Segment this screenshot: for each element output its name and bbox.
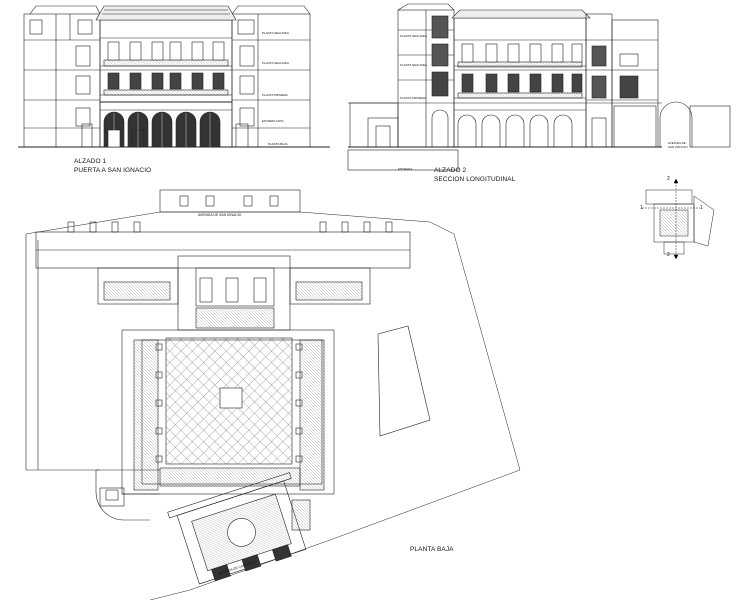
ground-floor-plan [25,189,521,600]
plan-street-top: AVENIDA DE SAN IGNACIO [198,213,242,217]
key-plan-mark: 2 [667,252,670,258]
elevation-1-subtitle: PUERTA A SAN IGNACIO [74,167,152,174]
plan-caption: PLANTA BAJA [410,546,454,553]
key-plan [642,178,715,260]
elevation-1-level-label: PLANTA SEGUNDA [262,61,289,65]
key-plan-mark: 2 [667,176,670,182]
key-plan-mark: 1 [700,205,703,211]
elevation-2-subtitle: SECCION LONGITUDINAL [434,176,516,183]
key-plan-mark: 1 [640,205,643,211]
elevation-1-level-label: PLANTA PRIMERA [262,93,288,97]
elevation-2-side-label: AVENIDA DE SAN IGNACIO [668,141,688,149]
elevation-2-drawing [347,3,731,171]
elevation-2-caption: ALZADO 2 [434,167,467,174]
elevation-2-windows [457,43,583,147]
elevation-1-level-label: PLANTA BAJA [268,142,288,146]
elevation-2-level-label: PLANTA SEGUNDA [400,34,427,38]
elevation-1-windows [81,41,249,148]
elevation-2-base-label: ENTRADA [398,167,413,171]
elevation-1-level-label: ENTREPLANTA [262,119,284,123]
elevation-1-caption: ALZADO 1 [74,158,107,165]
elevation-1-drawing [18,5,330,148]
elevation-1-level-label: PLANTA SEGUNDA [262,31,289,35]
elevation-2-level-label: PLANTA SEGUNDA [400,63,427,67]
elevation-2-level-label: PLANTA PRIMERA [400,96,426,100]
